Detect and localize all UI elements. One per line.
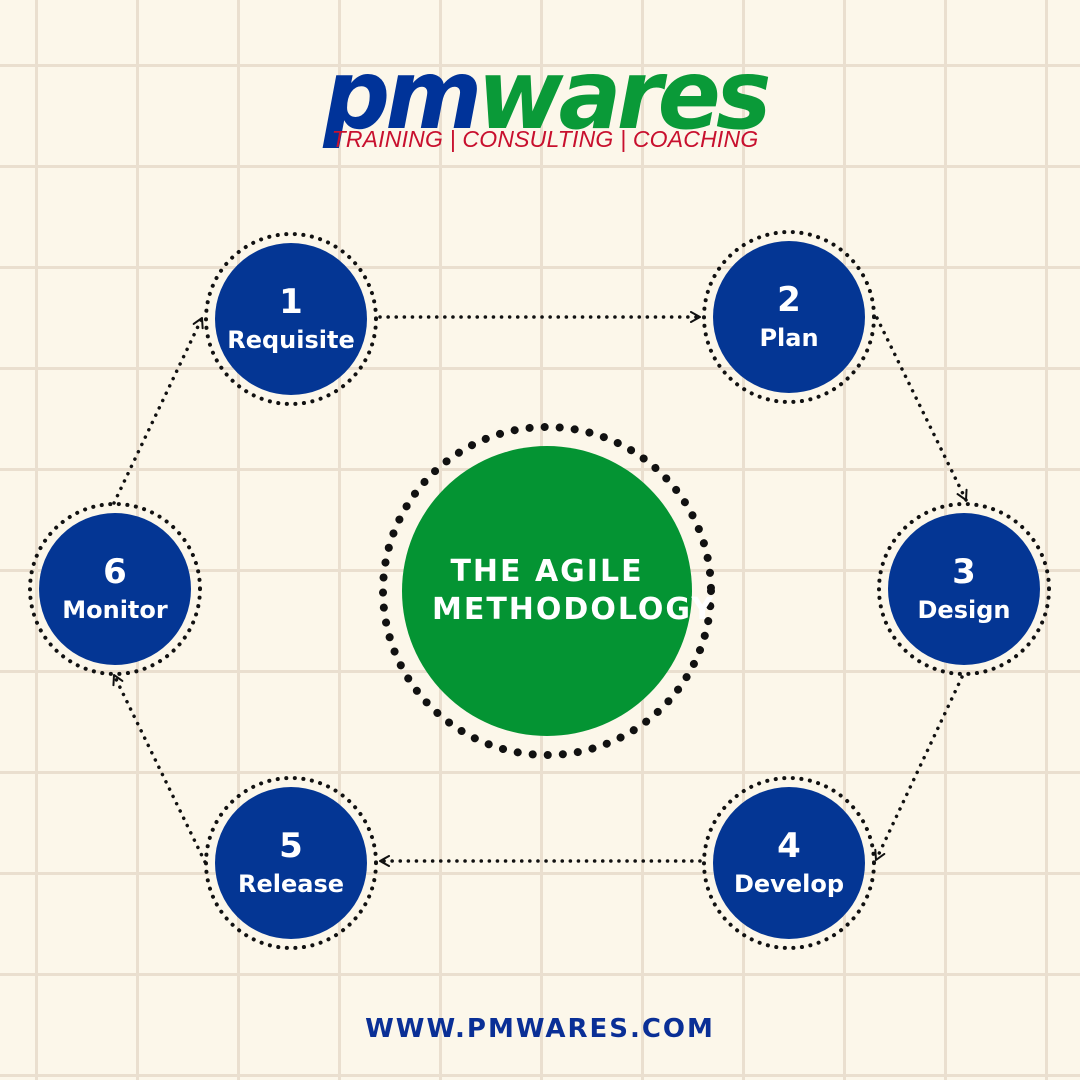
step-number: 6 <box>103 552 127 592</box>
step-node-2: 2 Plan <box>713 241 865 393</box>
brand-logo: pmwares TRAINING | CONSULTING | COACHING <box>0 40 1080 160</box>
ring-step-1 <box>204 232 378 406</box>
arrow-5-to-6 <box>112 673 207 864</box>
step-number: 2 <box>777 280 801 320</box>
website-url[interactable]: WWW.PMWARES.COM <box>365 1014 715 1044</box>
step-label: Monitor <box>62 596 168 624</box>
step-node-1: 1 Requisite <box>215 243 367 395</box>
step-label: Release <box>237 870 345 898</box>
step-node-3: 3 Design <box>888 513 1040 665</box>
step-label: Plan <box>759 324 819 352</box>
step-node-6: 6 Monitor <box>39 513 191 665</box>
arrow-3-to-4 <box>874 675 964 862</box>
step-node-5: 5 Release <box>215 787 367 939</box>
ring-step-4 <box>702 776 876 950</box>
step-number: 3 <box>952 552 976 592</box>
step-number: 5 <box>279 826 303 866</box>
ring-step-2 <box>702 230 876 404</box>
brand-name-wares: wares <box>477 39 771 151</box>
step-label: Develop <box>733 870 844 898</box>
ring-step-3 <box>877 502 1051 676</box>
step-number: 1 <box>279 282 303 322</box>
ring-step-6 <box>28 502 202 676</box>
arrow-6-to-1 <box>112 316 204 505</box>
arrow-2-to-3 <box>875 316 968 502</box>
center-circle: THE AGILE METHODOLOGY <box>402 446 716 736</box>
brand-name-pm: pm <box>323 39 482 151</box>
brand-wordmark: pmwares <box>307 40 782 150</box>
step-label: Requisite <box>227 326 355 354</box>
ring-center <box>379 423 715 759</box>
step-node-4: 4 Develop <box>713 787 865 939</box>
brand-tagline: TRAINING | CONSULTING | COACHING <box>331 126 759 152</box>
step-number: 4 <box>777 826 801 866</box>
step-label: Design <box>917 596 1011 624</box>
center-title: THE AGILE METHODOLOGY <box>432 554 716 627</box>
